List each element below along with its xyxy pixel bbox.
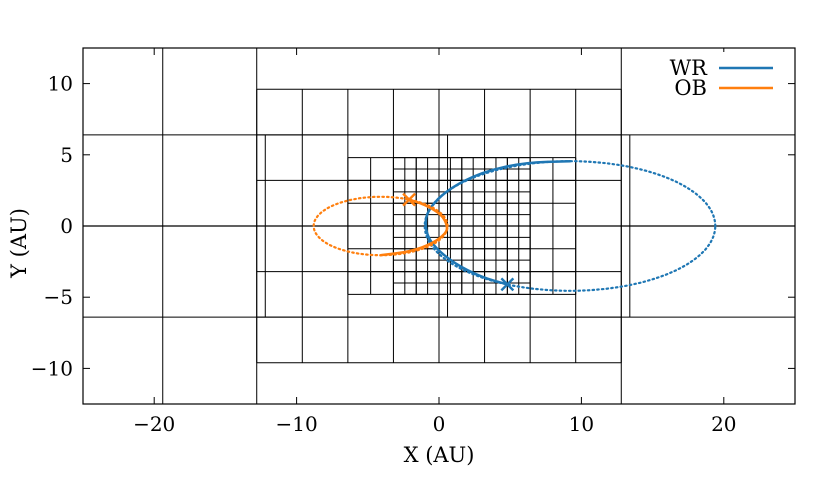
orbit-solid-wr [424,159,572,286]
y-tick-label: 0 [60,214,73,238]
legend-label-ob: OB [674,76,707,100]
orbit-solid-ob [379,198,449,257]
x-axis-label: X (AU) [404,443,475,467]
y-tick-label: 5 [60,143,73,167]
position-markers [402,192,515,292]
marker-wr [500,277,515,292]
x-tick-label: −20 [133,412,175,436]
x-tick-label: 10 [569,412,594,436]
legend: WR OB [659,52,779,100]
legend-label-wr: WR [670,56,709,80]
y-axis-label: Y (AU) [7,208,31,279]
tick-labels: −20 −10 0 10 20 −10 −5 0 5 10 [31,72,737,436]
y-tick-label: 10 [48,72,73,96]
legend-background [659,52,779,100]
orbit-series [312,159,717,292]
y-tick-label: −5 [44,285,73,309]
y-tick-label: −10 [31,356,73,380]
axis-ticks [83,48,795,404]
marker-ob [402,192,416,207]
x-tick-label: 20 [711,412,736,436]
x-tick-label: −10 [275,412,317,436]
x-tick-label: 0 [433,412,446,436]
